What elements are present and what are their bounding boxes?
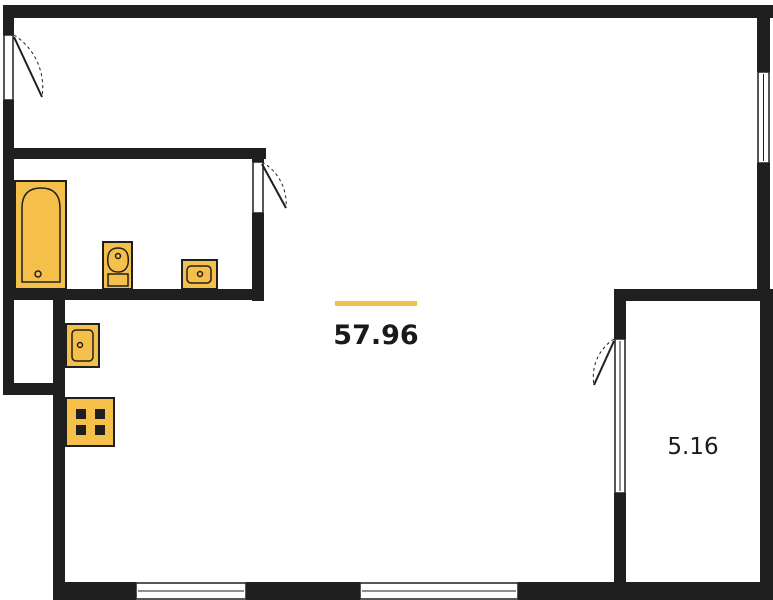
fixtures (14, 180, 218, 447)
wall-bath-right-lower (252, 213, 264, 301)
bathroom-sink-icon (181, 259, 218, 290)
wall-left-upper (3, 5, 14, 35)
wall-balcony-top (614, 289, 773, 301)
bathtub-icon (14, 180, 67, 290)
wall-right-upper (757, 5, 770, 72)
wall-bath-right (252, 148, 264, 162)
balcony-door-frame (614, 338, 626, 494)
wall-left-lower (3, 100, 14, 395)
window-bottom-right (359, 582, 519, 600)
main-room-area: 57.96 (333, 320, 418, 351)
balcony-area: 5.16 (667, 434, 718, 460)
stove-icon (65, 397, 115, 447)
wall-balcony-left-top (614, 289, 626, 339)
toilet-icon (102, 241, 133, 290)
wall-right-mid (757, 163, 770, 300)
area-accent-bar (335, 301, 417, 306)
wall-bath-top (3, 148, 266, 159)
wall-left-bottom (53, 383, 65, 600)
entrance-door[interactable] (3, 34, 44, 101)
walls (3, 5, 773, 600)
wall-bottom-mid (246, 582, 360, 600)
wall-bottom-left (53, 582, 136, 600)
wall-closet-right (53, 289, 65, 395)
wall-balcony-left-bottom (614, 493, 626, 600)
bathroom-door[interactable] (252, 161, 287, 214)
balcony-door[interactable] (592, 338, 615, 386)
wall-bottom-right (518, 582, 773, 600)
window-bottom-left (135, 582, 247, 600)
wall-balcony-right (760, 289, 773, 600)
wall-closet-bottom (3, 383, 65, 395)
windows (135, 71, 770, 600)
kitchen-sink-icon (65, 323, 100, 368)
wall-bath-bottom (3, 289, 264, 300)
doors (3, 34, 615, 386)
wall-top (3, 5, 773, 18)
window-right (757, 71, 770, 164)
